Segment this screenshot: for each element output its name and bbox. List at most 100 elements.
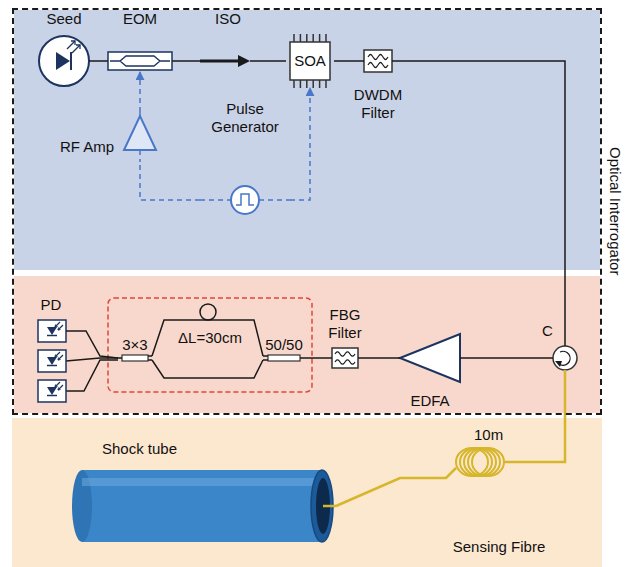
symbol-stroke <box>460 357 462 359</box>
symbol-stroke <box>564 370 567 372</box>
symbol-stroke <box>392 60 408 62</box>
symbol-rect <box>268 355 300 361</box>
symbol-stroke <box>250 60 256 62</box>
coupler-50-50: 50/50 <box>263 336 305 366</box>
symbol-group <box>320 348 370 368</box>
symbol-stroke <box>504 461 560 464</box>
component-label: DWDM Filter <box>350 86 406 122</box>
symbol-shape <box>555 361 562 367</box>
control-line <box>139 72 141 112</box>
coupler-3x3: 3×3 <box>118 336 152 366</box>
symbol-group <box>398 334 462 382</box>
component-label: PD <box>41 296 62 314</box>
fibre-link <box>462 357 540 359</box>
component-label: ISO <box>215 10 241 28</box>
fibre-link <box>91 60 104 62</box>
pd-wire <box>66 360 118 391</box>
symbol-stroke <box>139 150 141 162</box>
length-label: ΔL=30cm <box>178 329 242 347</box>
edfa-amplifier: EDFA <box>398 332 462 410</box>
symbol-rect <box>108 52 172 70</box>
symbol-stroke <box>263 355 268 357</box>
isolator-symbol: ISO <box>200 10 256 72</box>
symbol-stroke <box>312 80 314 88</box>
component-label: 10m <box>474 426 503 444</box>
component-label: EOM <box>123 10 157 28</box>
symbol-rect <box>290 42 330 80</box>
symbol-stroke <box>118 357 122 359</box>
fibre-link <box>152 320 263 356</box>
symbol-stroke <box>312 34 314 42</box>
fibre-link <box>72 331 118 358</box>
symbol-group <box>39 36 91 86</box>
fibre-link <box>370 357 398 359</box>
photodiode-symbol <box>38 380 66 402</box>
photodiode: PD <box>30 296 72 344</box>
symbol-stroke <box>540 357 553 359</box>
symbol-stroke <box>263 359 268 361</box>
symbol-group <box>348 50 408 72</box>
fibre-link <box>408 61 565 322</box>
symbol-stroke <box>66 330 72 332</box>
symbol-stroke <box>70 52 72 70</box>
symbol-stroke <box>293 34 295 42</box>
fibre-link <box>176 60 200 62</box>
amplifier-chip: SOA <box>286 34 334 88</box>
symbol-stroke <box>72 45 80 53</box>
symbol-stroke <box>306 80 308 88</box>
component-label: Optical Interrogator <box>606 147 624 275</box>
symbol-stroke <box>172 60 176 62</box>
symbol-shape <box>56 52 70 70</box>
symbol-rect <box>332 348 358 368</box>
symbol-stroke <box>319 34 321 42</box>
component-symbol <box>200 100 290 218</box>
modulator-box: EOM <box>104 10 176 72</box>
photodiode-symbol <box>38 320 66 342</box>
component-symbol <box>438 426 560 556</box>
symbol-group <box>540 322 577 372</box>
symbol-stroke <box>300 34 302 42</box>
photodiode-symbol <box>38 350 66 372</box>
symbol-group <box>104 52 176 70</box>
control-line <box>140 162 200 200</box>
symbol-stroke <box>236 194 254 205</box>
circulator: C <box>540 322 580 372</box>
symbol-group <box>72 470 336 542</box>
symbol-stroke <box>306 34 308 42</box>
symbol-stroke <box>348 60 364 62</box>
symbol-stroke <box>200 199 231 201</box>
fibre-link <box>334 60 348 62</box>
symbol-circle <box>39 36 89 86</box>
symbol-stroke <box>139 112 141 116</box>
symbol-stroke <box>323 505 336 508</box>
symbol-rect <box>82 470 322 542</box>
symbol-ellipse <box>472 448 504 476</box>
symbol-stroke <box>148 355 152 357</box>
component-label: 50/50 <box>265 336 303 354</box>
symbol-stroke <box>320 357 332 359</box>
symbol-rect <box>82 478 322 486</box>
symbol-stroke <box>325 80 327 88</box>
component-label: 3×3 <box>122 336 147 354</box>
symbol-stroke <box>76 45 80 49</box>
symbol-stroke <box>148 359 152 361</box>
interferometer-outline <box>108 298 312 392</box>
symbol-stroke <box>368 63 388 68</box>
symbol-stroke <box>438 468 456 478</box>
symbol-shape <box>124 116 156 150</box>
fibre-loop <box>200 304 216 320</box>
symbol-group <box>200 186 290 214</box>
symbol-stroke <box>398 357 400 359</box>
symbol-group <box>290 34 330 88</box>
symbol-circle <box>231 186 259 214</box>
component-label: SOA <box>294 52 326 70</box>
component-label: C <box>542 322 553 340</box>
fibre-link <box>305 357 320 359</box>
symbol-stroke <box>67 41 75 49</box>
symbol-group <box>200 55 256 67</box>
fibre-link <box>152 360 263 378</box>
rf-amplifier: RF Amp <box>58 112 158 162</box>
fibre-link <box>336 478 438 506</box>
component-label: EDFA <box>410 392 449 410</box>
symbol-circle <box>553 346 577 370</box>
